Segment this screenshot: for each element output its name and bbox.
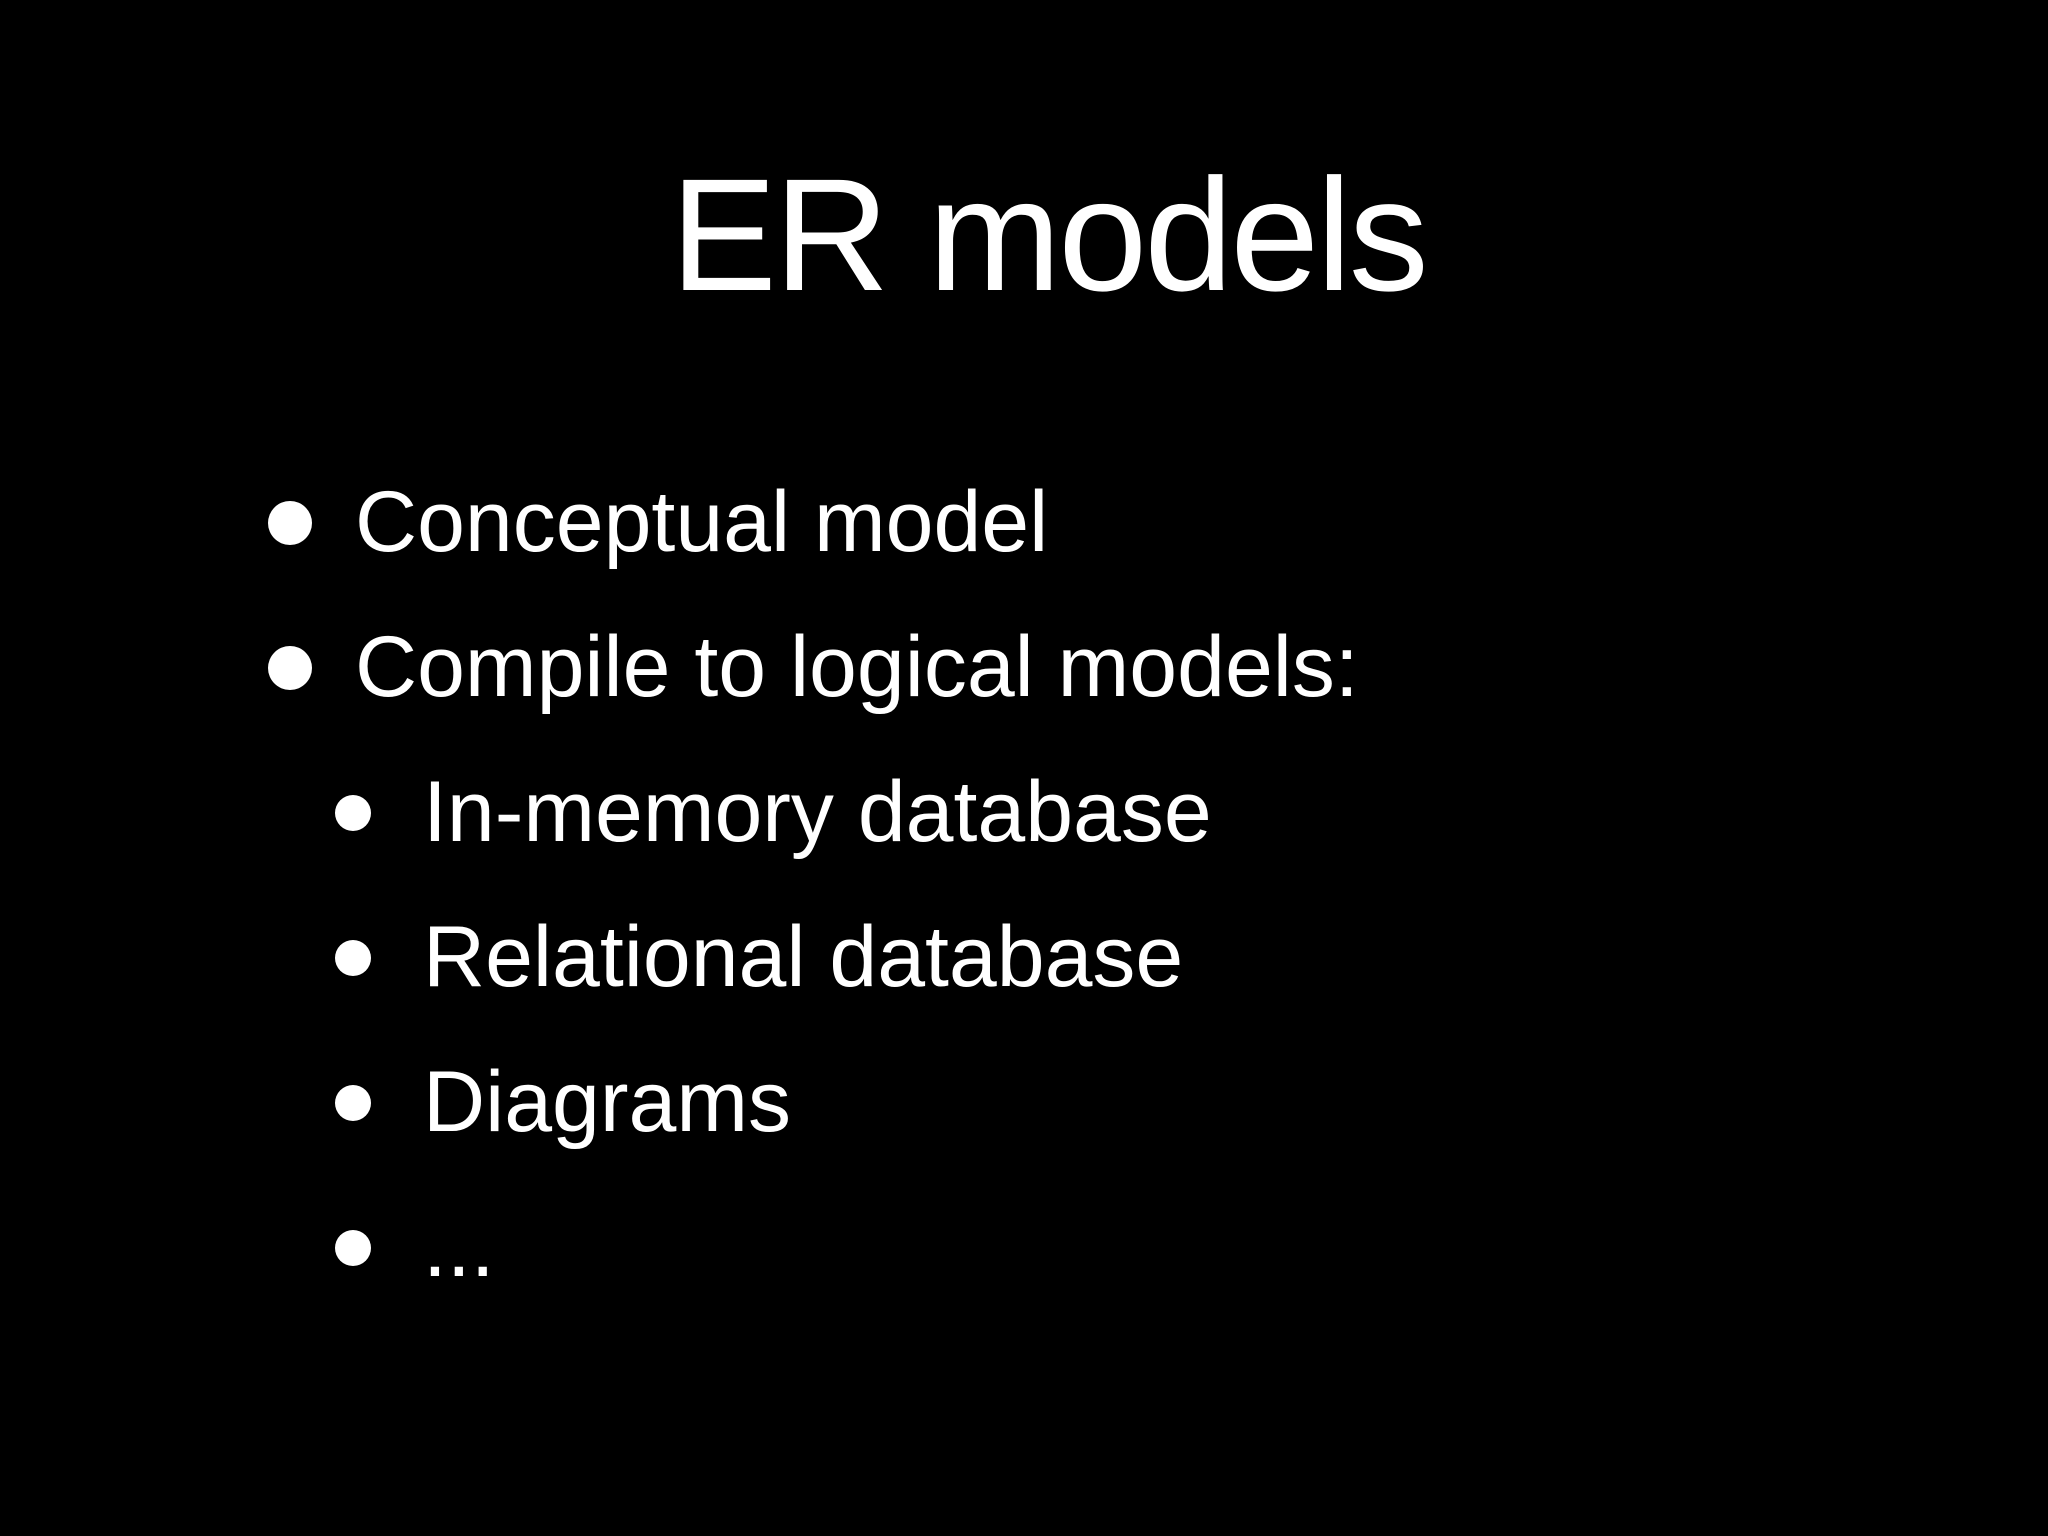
slide-title: ER models [670, 145, 1429, 324]
bullet-text: Diagrams [423, 1054, 791, 1150]
bullet-item: Relational database [0, 885, 2048, 1030]
bullet-text: Conceptual model [355, 474, 1049, 570]
bullet-item: Diagrams [0, 1030, 2048, 1175]
bullet-text: In-memory database [423, 764, 1212, 860]
bullet-text: Relational database [423, 909, 1184, 1005]
bullet-item: Conceptual model [0, 450, 2048, 595]
bullet-text: Compile to logical models: [355, 619, 1359, 715]
bullet-dot-icon [268, 500, 312, 545]
bullet-dot-icon [335, 1084, 371, 1121]
bullet-item: ... [0, 1175, 2048, 1320]
bullet-item: In-memory database [0, 740, 2048, 885]
bullet-dot-icon [268, 645, 312, 690]
bullet-text: ... [423, 1199, 495, 1295]
bullet-dot-icon [335, 794, 371, 831]
bullet-list: Conceptual model Compile to logical mode… [0, 450, 2048, 1320]
bullet-dot-icon [335, 939, 371, 976]
bullet-item: Compile to logical models: [0, 595, 2048, 740]
bullet-dot-icon [335, 1229, 371, 1266]
